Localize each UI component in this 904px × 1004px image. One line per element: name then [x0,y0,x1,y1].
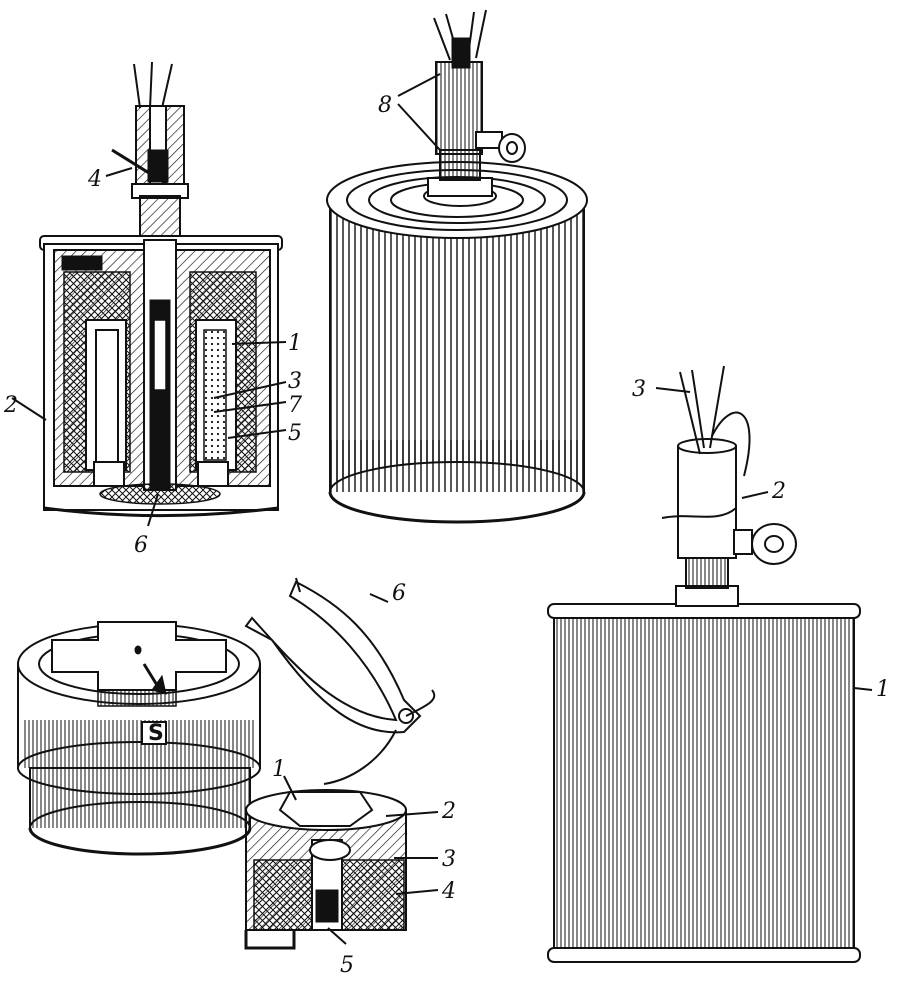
label-c-1: 1 [876,677,890,702]
label-a-5: 5 [288,421,302,446]
fuze-cap-view [17,621,261,856]
label-e-2: 2 [441,799,456,824]
label-c-3: 3 [632,377,646,402]
label-a-2: 2 [3,393,18,418]
label-e-3: 3 [442,847,456,872]
label-e-1: 1 [272,757,286,782]
label-a-1: 1 [288,331,302,356]
label-e-4: 4 [441,879,456,904]
s-mark-label: S [148,721,164,746]
section-view-mine [11,61,287,527]
label-a-7: 7 [288,393,302,418]
cylinder-mine-right-labels: 1 2 3 [632,377,890,702]
label-e-6: 6 [392,581,406,606]
label-b-8: 8 [378,93,392,118]
label-a-3: 3 [288,369,302,394]
section-view-labels: 1 2 3 4 5 6 7 [3,167,302,558]
fuze-cutaway-view [244,577,439,950]
label-e-5: 5 [340,953,354,978]
label-a-6: 6 [134,533,148,558]
cylinder-mine-right [547,365,873,963]
fuze-cutaway-labels: 1 2 3 4 5 6 [272,581,456,978]
label-a-4: 4 [87,167,102,192]
cylinder-mine-top-center [326,9,588,524]
label-c-2: 2 [771,479,786,504]
